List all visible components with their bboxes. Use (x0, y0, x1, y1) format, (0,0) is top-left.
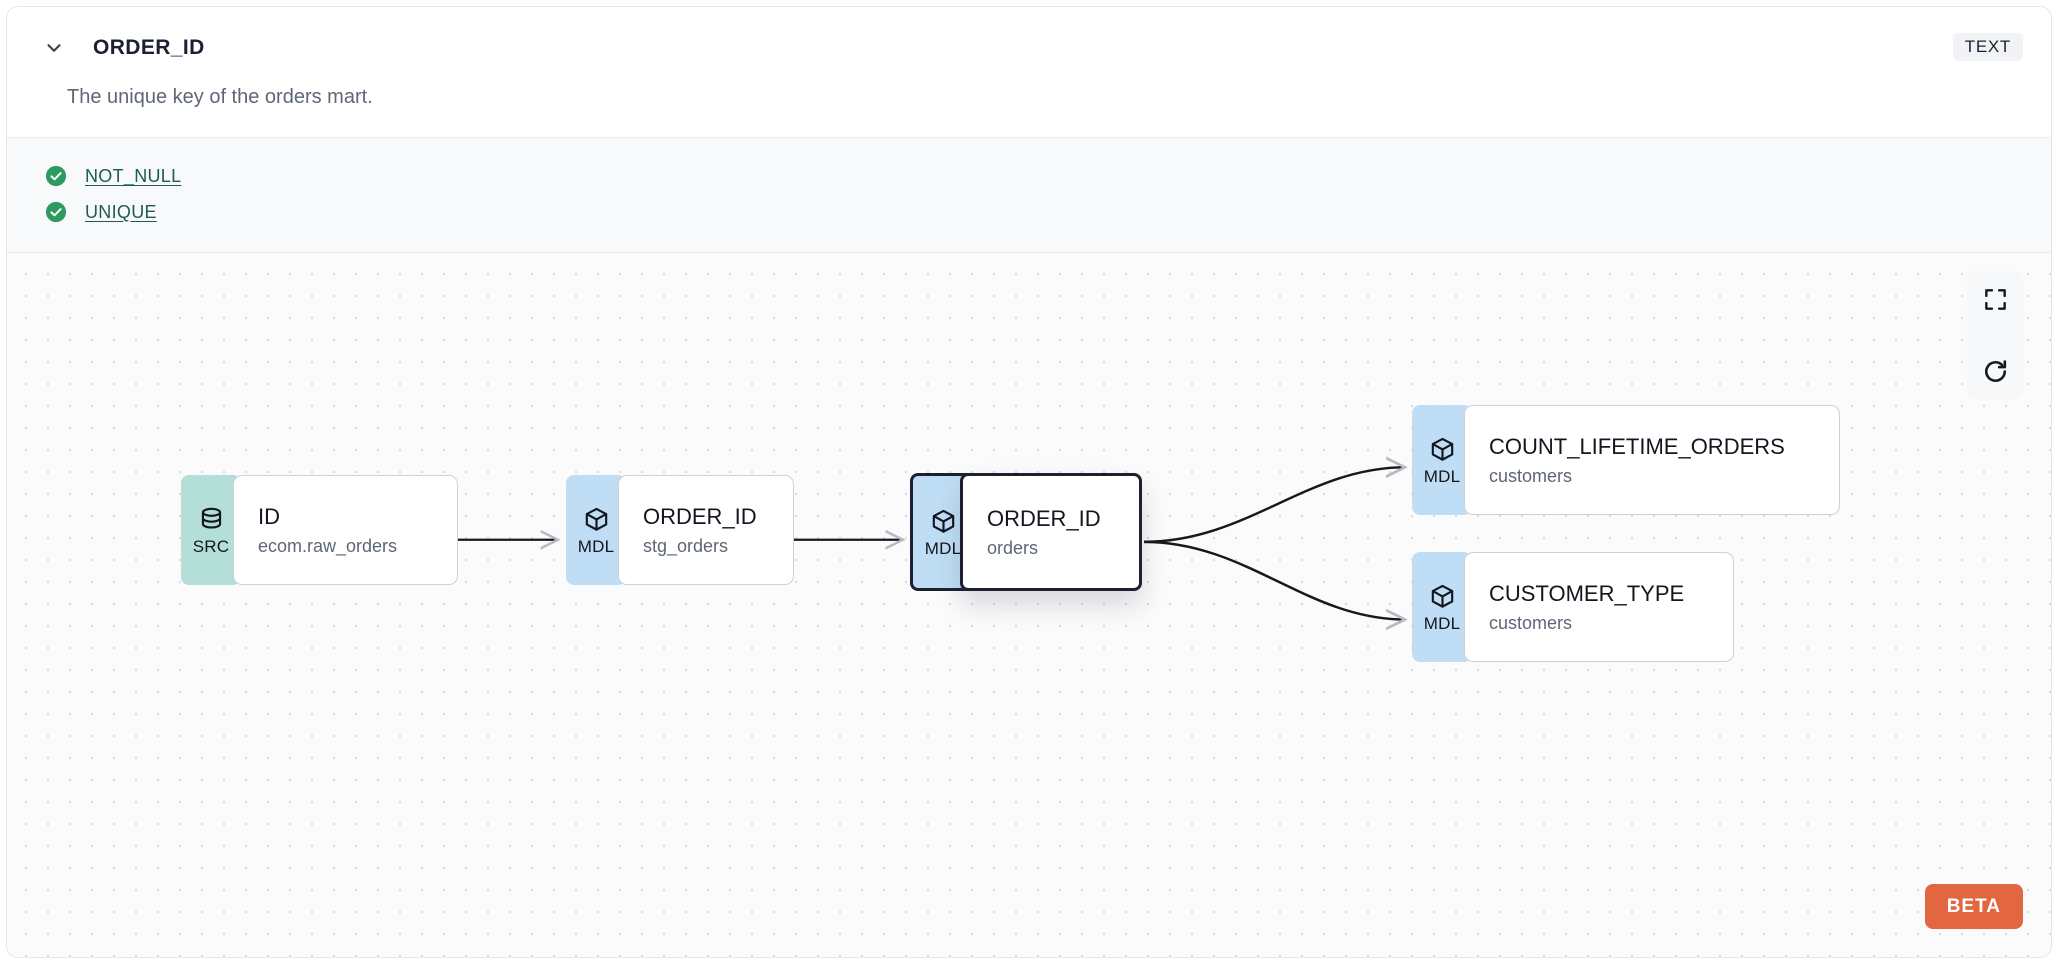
lineage-node-customer-type[interactable]: MDL CUSTOMER_TYPE customers (1412, 552, 1734, 662)
node-title: COUNT_LIFETIME_ORDERS (1489, 433, 1785, 459)
node-kind-label: MDL (577, 536, 615, 556)
node-body: COUNT_LIFETIME_ORDERS customers (1464, 405, 1840, 515)
test-row: UNIQUE (7, 194, 2051, 230)
node-body: ORDER_ID orders (960, 473, 1142, 591)
cube-icon (1431, 437, 1453, 461)
node-subtitle: customers (1489, 612, 1573, 633)
lineage-node-orders-selected[interactable]: MDL ORDER_ID orders (910, 473, 1142, 591)
node-kind-badge-mdl: MDL (1412, 552, 1472, 662)
node-subtitle: orders (987, 537, 1039, 558)
node-subtitle: ecom.raw_orders (258, 535, 398, 556)
header-spacer (37, 110, 2021, 137)
canvas-toolbar (1967, 271, 2023, 399)
test-row: NOT_NULL (7, 158, 2051, 194)
lineage-node-count-lifetime-orders[interactable]: MDL COUNT_LIFETIME_ORDERS customers (1412, 405, 1840, 515)
refresh-icon (1984, 359, 2006, 382)
reset-view-button[interactable] (1967, 343, 2023, 399)
node-title: ORDER_ID (643, 503, 757, 529)
node-title: CUSTOMER_TYPE (1489, 580, 1685, 606)
node-kind-label: MDL (1423, 466, 1461, 486)
edge-orders-to-customer-type (1143, 540, 1405, 620)
lineage-canvas[interactable]: SRC ID ecom.raw_orders MDL (7, 253, 2051, 957)
column-description: The unique key of the orders mart. (67, 86, 373, 108)
test-link-unique[interactable]: UNIQUE (85, 201, 157, 222)
check-circle-icon (45, 201, 67, 223)
test-link-not-null[interactable]: NOT_NULL (85, 165, 182, 186)
check-circle-icon (45, 165, 67, 187)
page-title: ORDER_ID (93, 36, 205, 59)
tests-strip: NOT_NULL UNIQUE (7, 137, 2051, 253)
beta-badge[interactable]: BETA (1924, 884, 2023, 929)
header-row: ORDER_ID (37, 33, 2021, 63)
type-badge: TEXT (1952, 33, 2023, 61)
node-subtitle: stg_orders (643, 535, 729, 556)
node-kind-label: SRC (192, 536, 230, 556)
node-kind-badge-mdl: MDL (1412, 405, 1472, 515)
fit-view-button[interactable] (1967, 271, 2023, 327)
node-kind-badge-mdl: MDL (566, 475, 626, 585)
cube-icon (1431, 584, 1453, 608)
lineage-node-src-id[interactable]: SRC ID ecom.raw_orders (181, 475, 458, 585)
node-kind-label: MDL (1423, 613, 1461, 633)
lineage-edges (458, 253, 2051, 957)
node-title: ORDER_ID (987, 505, 1101, 531)
node-title: ID (258, 503, 280, 529)
node-body: ORDER_ID stg_orders (618, 475, 794, 585)
card-header: ORDER_ID TEXT The unique key of the orde… (7, 7, 2051, 137)
lineage-node-stg-orders[interactable]: MDL ORDER_ID stg_orders (566, 475, 794, 585)
cube-icon (585, 507, 607, 531)
node-body: CUSTOMER_TYPE customers (1464, 552, 1734, 662)
database-icon (201, 507, 221, 529)
cube-icon (932, 509, 954, 533)
node-kind-label: MDL (924, 538, 962, 558)
node-kind-badge-src: SRC (181, 475, 241, 585)
node-body: ID ecom.raw_orders (233, 475, 458, 585)
fullscreen-icon (1984, 288, 2006, 310)
node-subtitle: customers (1489, 465, 1573, 486)
edge-orders-to-count-lifetime (1143, 467, 1405, 544)
column-detail-card: ORDER_ID TEXT The unique key of the orde… (6, 6, 2052, 958)
chevron-down-icon[interactable] (39, 33, 69, 63)
